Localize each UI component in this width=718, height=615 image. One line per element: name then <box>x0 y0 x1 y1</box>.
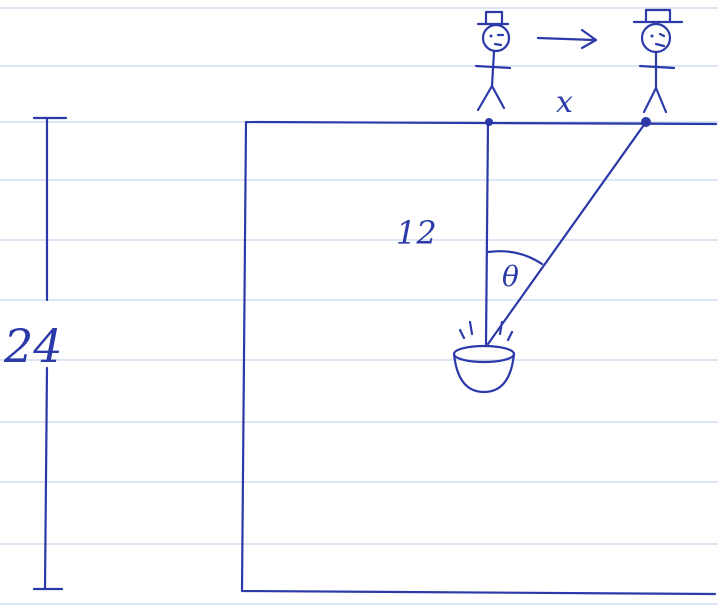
angle-label: θ <box>502 260 519 293</box>
slant-line <box>486 120 648 346</box>
vertical-line <box>484 120 490 346</box>
right-arrow <box>536 28 598 50</box>
distance-label: x <box>556 85 573 120</box>
ruled-lines <box>0 7 718 605</box>
end-point <box>641 117 651 127</box>
stick-figure-end <box>632 8 684 114</box>
start-point <box>485 118 493 126</box>
stick-figure-start <box>474 10 512 112</box>
height-dimension <box>32 116 68 591</box>
angle-arc <box>486 250 544 266</box>
height-label: 24 <box>3 319 63 373</box>
square-room <box>240 120 718 596</box>
hanging-lamp <box>452 320 516 394</box>
radius-label: 12 <box>396 214 437 252</box>
